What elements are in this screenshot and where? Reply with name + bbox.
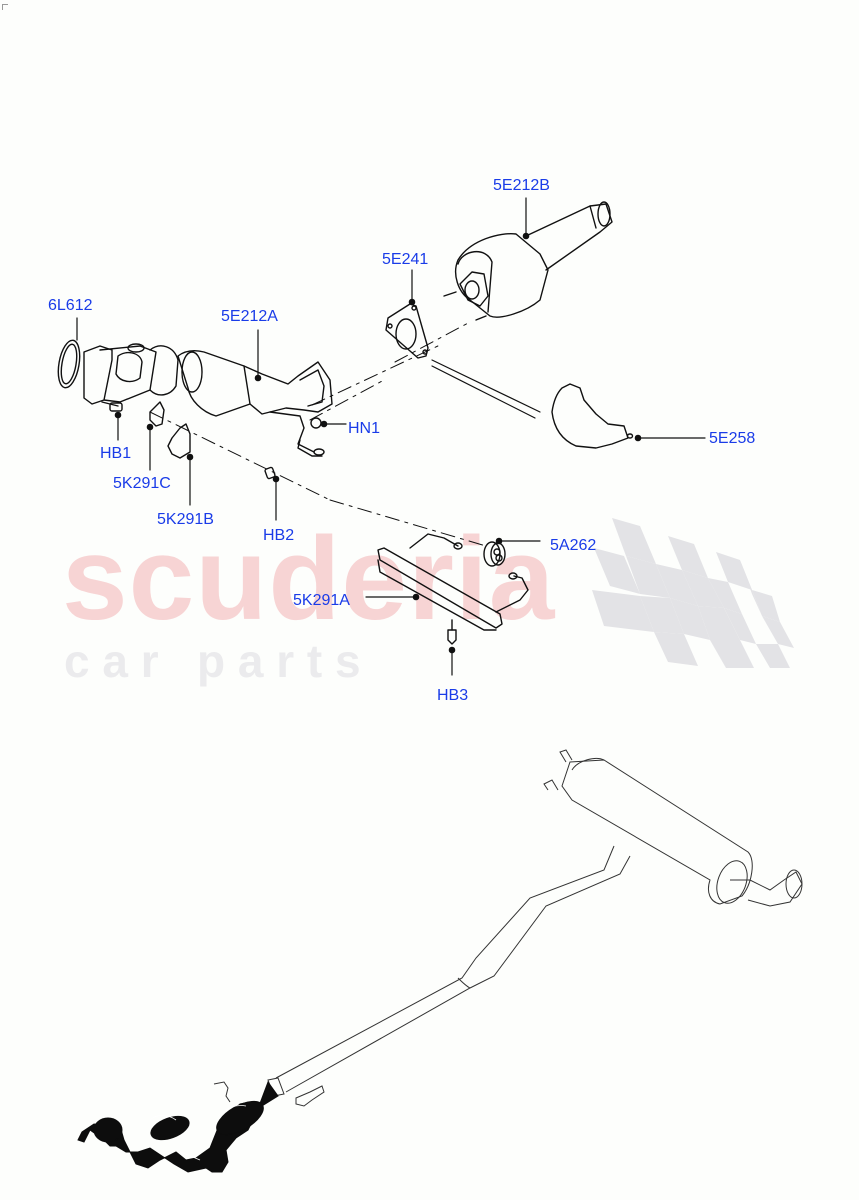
callout-hb2[interactable]: HB2 xyxy=(263,527,295,544)
nut-hn1 xyxy=(310,417,322,429)
front-catalytic-converter-5e212a xyxy=(83,343,333,457)
callout-hb1[interactable]: HB1 xyxy=(100,445,132,462)
callout-5k291a[interactable]: 5K291A xyxy=(293,592,350,609)
callout-5a262[interactable]: 5A262 xyxy=(550,537,597,554)
bracket-5k291b xyxy=(167,423,191,459)
bracket-5k291c xyxy=(149,401,165,427)
callout-hb3[interactable]: HB3 xyxy=(437,687,469,704)
rear-catalytic-converter-5e212b xyxy=(443,201,613,321)
callout-5e212b[interactable]: 5E212B xyxy=(493,177,550,194)
watermark-brand: scuderia xyxy=(62,513,556,645)
callout-hn1[interactable]: HN1 xyxy=(348,420,381,437)
pipe-clamp xyxy=(267,1077,325,1107)
flange-gasket-5e241 xyxy=(385,303,429,359)
callout-5e212a[interactable]: 5E212A xyxy=(221,308,278,325)
assembly-centerline xyxy=(149,321,487,547)
rear-muffler xyxy=(543,749,803,907)
heat-shield-5e258 xyxy=(551,383,634,449)
callout-5e258[interactable]: 5E258 xyxy=(709,430,756,447)
watermark-tagline: c a r p a r t s xyxy=(64,635,361,687)
bolt-hb2 xyxy=(264,466,276,480)
callout-5k291c[interactable]: 5K291C xyxy=(113,475,171,492)
callout-6l612[interactable]: 6L612 xyxy=(48,297,93,314)
gasket-6l612 xyxy=(57,339,81,389)
full-exhaust-assembly xyxy=(267,749,803,1107)
callout-5e241[interactable]: 5E241 xyxy=(382,251,429,268)
rubber-hanger-5a262 xyxy=(483,541,506,567)
callout-5k291b[interactable]: 5K291B xyxy=(157,511,214,528)
bolt-hb3 xyxy=(447,619,457,645)
crop-corner-mark xyxy=(2,4,8,10)
intermediate-pipe xyxy=(275,845,631,1093)
front-cat-assembly-silhouette xyxy=(77,1080,279,1173)
support-bracket-5k291a xyxy=(377,533,529,631)
bolt-hb1 xyxy=(101,401,123,412)
leader-lines xyxy=(76,197,706,676)
